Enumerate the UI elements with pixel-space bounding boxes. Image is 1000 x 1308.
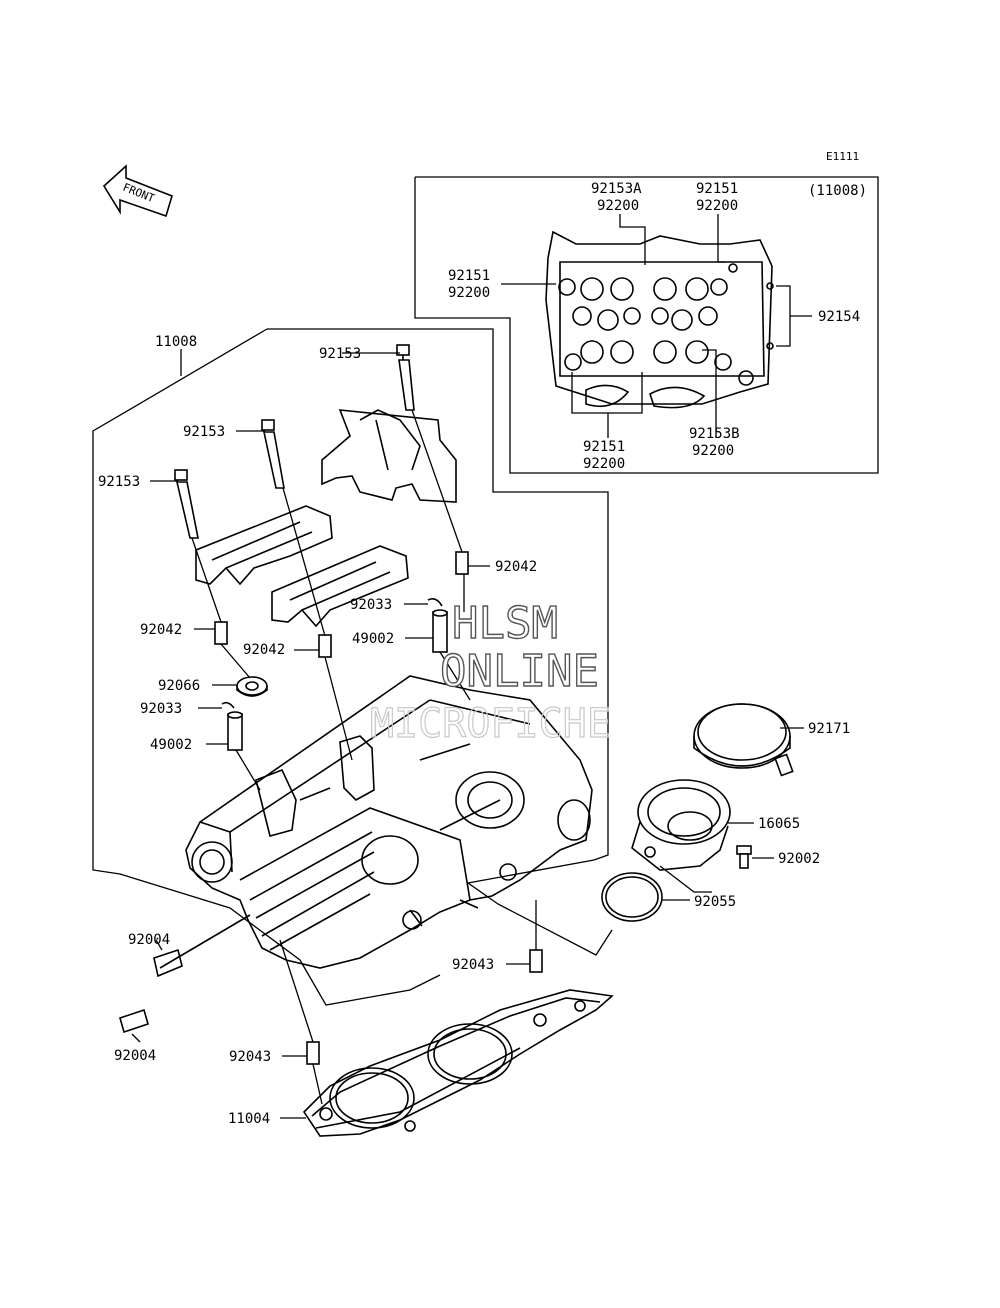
bolt-92153-center (261, 419, 285, 489)
clamp-92171 (693, 703, 794, 777)
dowel-pin-92042-b (214, 621, 228, 645)
bolt-92153-right (396, 344, 415, 411)
label-92043-2: 92043 (229, 1049, 271, 1065)
dowel-pin-92042-c (318, 634, 332, 658)
clip-92033-b (221, 701, 235, 709)
head-top-view (545, 230, 774, 409)
label-92200-a: 92200 (597, 198, 639, 214)
cylinder-head (185, 675, 593, 969)
svg-text:MICROFICHE: MICROFICHE (370, 701, 611, 747)
guide-49002-b (227, 711, 243, 751)
label-92200-e: 92200 (692, 443, 734, 459)
label-92153-2: 92153 (183, 424, 225, 440)
label-49002-2: 49002 (150, 737, 192, 753)
clip-92033-a (427, 598, 443, 607)
stud-92004-b (119, 1008, 149, 1034)
label-16065: 16065 (758, 816, 800, 832)
intake-holder-16065 (631, 779, 731, 871)
assembly-guide-lines (191, 409, 471, 791)
label-92042-1: 92042 (495, 559, 537, 575)
front-arrow-icon: FRONT (102, 164, 173, 218)
label-92151-left: 92151 (448, 268, 490, 284)
label-92042-2: 92042 (140, 622, 182, 638)
label-92154: 92154 (818, 309, 860, 325)
label-92153-3: 92153 (98, 474, 140, 490)
label-92200-c: 92200 (448, 285, 490, 301)
label-92042-3: 92042 (243, 642, 285, 658)
label-92151-top: 92151 (696, 181, 738, 197)
camshaft-holder-right (271, 545, 409, 628)
label-92153a: 92153A (591, 181, 642, 197)
label-11004: 11004 (228, 1111, 270, 1127)
label-92066: 92066 (158, 678, 200, 694)
label-92200-d: 92200 (583, 456, 625, 472)
assembly-outline (92, 328, 613, 1006)
label-92200-b: 92200 (696, 198, 738, 214)
camshaft-holder-left (195, 505, 333, 586)
label-92171: 92171 (808, 721, 850, 737)
svg-text:ONLINE: ONLINE (440, 646, 599, 697)
tensioner-gasket-92066 (236, 676, 268, 697)
label-92153-1: 92153 (319, 346, 361, 362)
label-92033-1: 92033 (350, 597, 392, 613)
inset-box: (11008) (414, 176, 879, 474)
bolt-92153-left (174, 469, 199, 539)
dowel-pin-92042-a (455, 551, 469, 575)
label-92004-2: 92004 (114, 1048, 156, 1064)
label-92004-1: 92004 (128, 932, 170, 948)
watermark: HLSM ONLINE MICROFICHE (369, 597, 611, 747)
o-ring-92055 (601, 872, 663, 922)
label-92043-1: 92043 (452, 957, 494, 973)
label-11008: 11008 (155, 334, 197, 350)
label-92153b: 92153B (689, 426, 740, 442)
label-92151-bottom: 92151 (583, 439, 625, 455)
label-49002-1: 49002 (352, 631, 394, 647)
guide-49002-a (432, 609, 448, 653)
dowel-pin-92043-a (529, 949, 543, 973)
label-92055: 92055 (694, 894, 736, 910)
head-gasket-11004 (302, 989, 614, 1137)
label-92033-2: 92033 (140, 701, 182, 717)
diagram-code: E1111 (826, 150, 859, 163)
label-92002: 92002 (778, 851, 820, 867)
inset-ref-label: (11008) (808, 183, 867, 199)
screw-92002 (736, 845, 752, 869)
dowel-pin-92043-b (306, 1041, 320, 1065)
camshaft-holder-rear (321, 409, 457, 503)
svg-text:HLSM: HLSM (452, 598, 558, 649)
stud-92004-a (153, 914, 251, 978)
